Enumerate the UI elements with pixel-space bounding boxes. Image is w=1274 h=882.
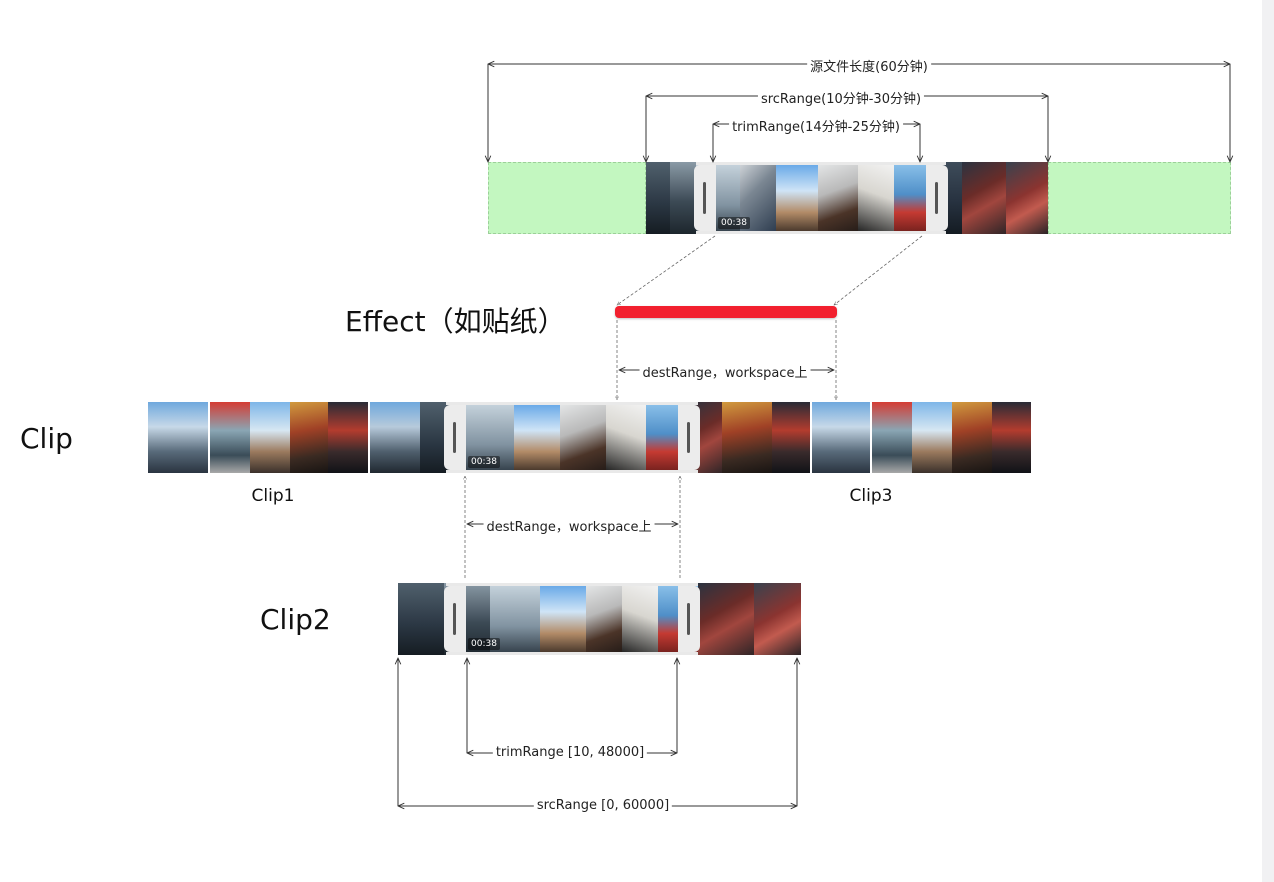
- clip2-label: Clip2: [260, 603, 331, 636]
- clip2-trim-handle[interactable]: 00:38: [444, 583, 700, 655]
- clip3-strip[interactable]: [812, 402, 1031, 473]
- clip2-detail-strip[interactable]: [398, 583, 801, 655]
- clip3-label: Clip3: [849, 486, 893, 506]
- source-padding-right: [1048, 162, 1231, 234]
- trim-grip-right[interactable]: [678, 586, 700, 652]
- trim-grip-left[interactable]: [444, 405, 466, 470]
- grip-bar-icon: [703, 182, 706, 214]
- effect-mapping-lines: [617, 235, 923, 305]
- trim-grip-right[interactable]: [678, 405, 700, 470]
- trim-grip-right[interactable]: [926, 165, 948, 231]
- src-range-bottom-arrow: [398, 658, 797, 806]
- scrollbar[interactable]: [1262, 0, 1274, 882]
- grip-bar-icon: [687, 421, 690, 454]
- dest-range-clip-label: destRange，workspace上: [483, 516, 655, 535]
- clip-row-trim-handle[interactable]: 00:38: [444, 402, 700, 473]
- source-padding-left: [488, 162, 646, 234]
- grip-bar-icon: [453, 603, 456, 635]
- time-badge: 00:38: [468, 638, 500, 650]
- trim-range-bottom-label: trimRange [10, 48000]: [492, 745, 648, 760]
- clip1-strip[interactable]: [148, 402, 368, 473]
- effect-sticker-bar[interactable]: [615, 306, 837, 318]
- grip-bar-icon: [453, 421, 456, 454]
- dest-range-effect-label: destRange，workspace上: [639, 362, 811, 381]
- trim-range-bottom-arrow: [467, 658, 677, 753]
- time-badge: 00:38: [718, 217, 750, 229]
- src-range-top-label: srcRange(10分钟-30分钟): [757, 88, 925, 107]
- grip-bar-icon: [687, 603, 690, 635]
- source-length-arrow: [488, 64, 1230, 162]
- effect-label: Effect（如贴纸）: [345, 305, 566, 338]
- grip-bar-icon: [935, 182, 938, 214]
- trim-grip-left[interactable]: [444, 586, 466, 652]
- source-length-label: 源文件长度(60分钟): [807, 56, 931, 75]
- source-trim-handle[interactable]: 00:38: [694, 162, 948, 234]
- clip-row-label: Clip: [20, 422, 73, 455]
- source-video-strip: [646, 162, 1048, 234]
- trim-range-top-label: trimRange(14分钟-25分钟): [729, 116, 903, 135]
- clip1-label: Clip1: [251, 486, 295, 506]
- dest-range-effect-arrow: [617, 320, 836, 400]
- time-badge: 00:38: [468, 456, 500, 468]
- trim-grip-left[interactable]: [694, 165, 716, 231]
- src-range-bottom-label: srcRange [0, 60000]: [533, 798, 673, 813]
